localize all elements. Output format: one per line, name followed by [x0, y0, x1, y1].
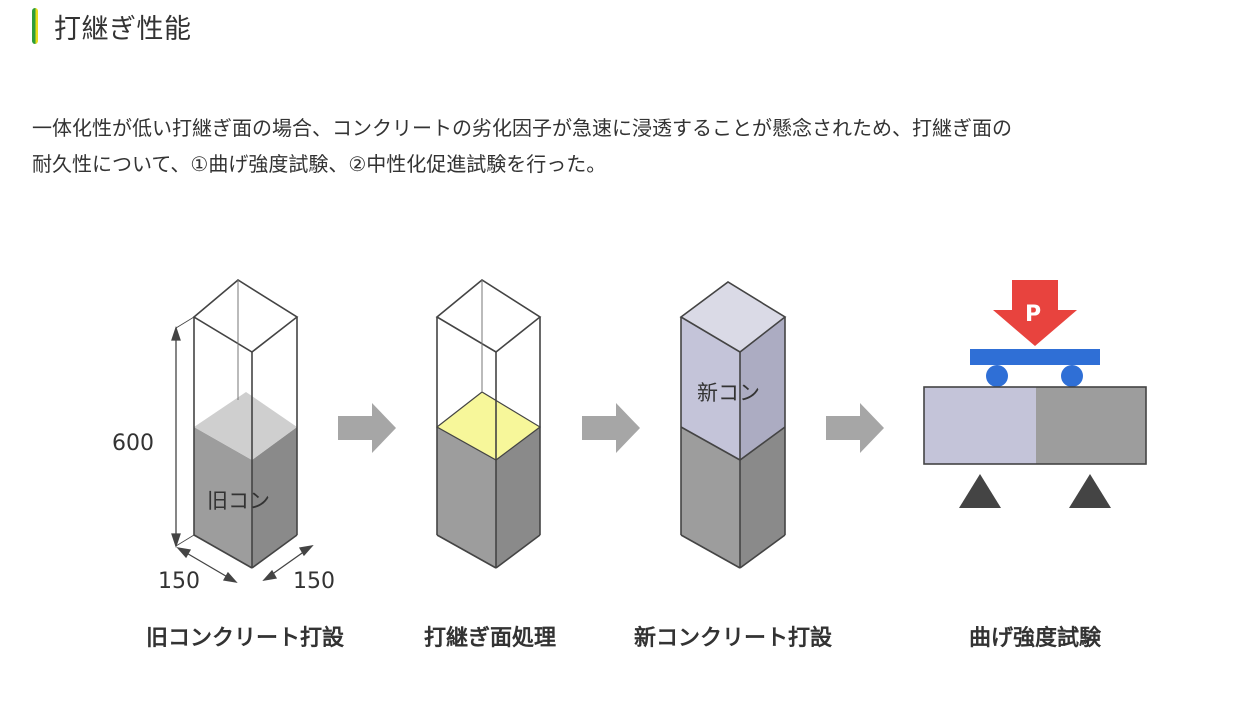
lead-paragraph: 一体化性が低い打継ぎ面の場合、コンクリートの劣化因子が急速に浸透することが懸念さ… — [32, 110, 1232, 182]
process-arrow-3 — [826, 403, 884, 453]
specimen-new-concrete — [924, 387, 1036, 464]
heading-accent-bar — [32, 8, 38, 44]
new-concrete-front — [681, 317, 740, 460]
old-concrete-front — [194, 427, 252, 568]
treated-concrete-side — [496, 427, 540, 568]
old-concrete-label: 旧コン — [207, 489, 270, 513]
step-flexural-test: P — [923, 280, 1147, 508]
section-heading: 打継ぎ性能 — [32, 6, 192, 46]
support-left-icon — [959, 474, 1001, 508]
dimension-width-right-label: 150 — [293, 569, 335, 594]
step-new-concrete-column: 新コン — [679, 281, 787, 569]
specimen-old-concrete — [1036, 387, 1146, 464]
caption-flexural-test: 曲げ強度試験 — [969, 625, 1102, 651]
caption-old-concrete: 旧コンクリート打設 — [146, 625, 345, 651]
treated-concrete-front — [437, 427, 496, 568]
dimension-width-left-label: 150 — [158, 569, 200, 594]
page-title: 打継ぎ性能 — [54, 13, 192, 45]
step-joint-treatment-column — [435, 279, 542, 569]
process-arrow-2 — [582, 403, 640, 453]
loading-roller-left — [986, 365, 1008, 387]
dimension-lines — [171, 316, 314, 583]
support-right-icon — [1069, 474, 1111, 508]
caption-new-concrete: 新コンクリート打設 — [634, 625, 833, 651]
caption-joint-treatment: 打継ぎ面処理 — [424, 625, 556, 651]
mold-wireframe-2 — [435, 279, 542, 569]
load-label: P — [1025, 302, 1041, 327]
lead-line-2: 耐久性について、①曲げ強度試験、②中性化促進試験を行った。 — [32, 152, 607, 176]
loading-beam — [970, 349, 1100, 365]
new-concrete-side — [740, 317, 785, 460]
new-concrete-label: 新コン — [697, 381, 760, 405]
step-old-concrete-column: 旧コン 600 150 150 — [112, 279, 335, 594]
lead-line-1: 一体化性が低い打継ぎ面の場合、コンクリートの劣化因子が急速に浸透することが懸念さ… — [32, 116, 1012, 140]
lower-old-concrete-front — [681, 427, 740, 568]
column-outline-3 — [679, 281, 787, 569]
process-arrow-1 — [338, 403, 396, 453]
old-concrete-side — [252, 427, 297, 568]
load-arrow-icon — [993, 280, 1077, 346]
new-concrete-top — [681, 282, 785, 352]
mold-wireframe — [192, 279, 299, 569]
old-concrete-top — [194, 392, 297, 460]
loading-roller-right — [1061, 365, 1083, 387]
dimension-height-label: 600 — [112, 431, 154, 456]
lower-old-concrete-side — [740, 427, 785, 568]
specimen-outline — [923, 386, 1147, 465]
